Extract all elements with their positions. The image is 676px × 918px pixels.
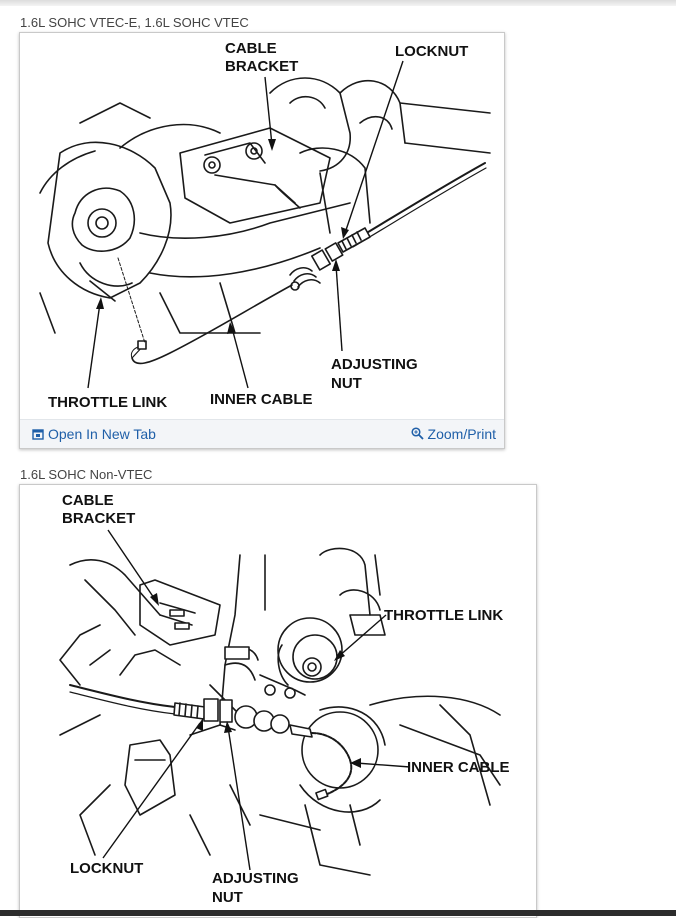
top-bar xyxy=(0,0,676,6)
figure1-caption: 1.6L SOHC VTEC-E, 1.6L SOHC VTEC xyxy=(20,15,249,30)
open-in-new-tab-label: Open In New Tab xyxy=(48,426,156,442)
fig1-label-bracket: BRACKET xyxy=(225,58,298,75)
fig1-label-cable: CABLE xyxy=(225,40,277,57)
open-in-new-tab-icon xyxy=(32,427,44,443)
magnifier-icon xyxy=(410,427,424,443)
fig2-label-nut: NUT xyxy=(212,889,243,906)
fig1-label-inner-cable: INNER CABLE xyxy=(210,391,313,408)
figure2-frame: CABLE BRACKET THROTTLE LINK INNER CABLE … xyxy=(19,484,537,918)
fig2-label-locknut: LOCKNUT xyxy=(70,860,143,877)
figure1-frame: CABLE BRACKET LOCKNUT ADJUSTING NUT THRO… xyxy=(19,32,505,449)
fig1-label-throttle-link: THROTTLE LINK xyxy=(48,394,167,411)
fig2-label-bracket: BRACKET xyxy=(62,510,135,527)
fig1-label-locknut: LOCKNUT xyxy=(395,43,468,60)
fig1-label-adjusting: ADJUSTING xyxy=(331,356,418,373)
fig1-label-nut: NUT xyxy=(331,375,362,392)
bottom-strip xyxy=(0,910,676,916)
open-in-new-tab-link[interactable]: Open In New Tab xyxy=(32,426,156,443)
fig2-label-inner-cable: INNER CABLE xyxy=(407,759,510,776)
figure2-caption: 1.6L SOHC Non-VTEC xyxy=(20,467,153,482)
zoom-print-link[interactable]: Zoom/Print xyxy=(410,426,496,443)
fig2-label-throttle-link: THROTTLE LINK xyxy=(384,607,503,624)
figure1-diagram[interactable]: CABLE BRACKET LOCKNUT ADJUSTING NUT THRO… xyxy=(20,33,504,420)
fig2-label-adjusting: ADJUSTING xyxy=(212,870,299,887)
figure2-diagram[interactable]: CABLE BRACKET THROTTLE LINK INNER CABLE … xyxy=(20,485,536,917)
figure1-footer: Open In New Tab Zoom/Print xyxy=(20,419,504,448)
zoom-print-label: Zoom/Print xyxy=(427,426,496,442)
fig2-label-cable: CABLE xyxy=(62,492,114,509)
